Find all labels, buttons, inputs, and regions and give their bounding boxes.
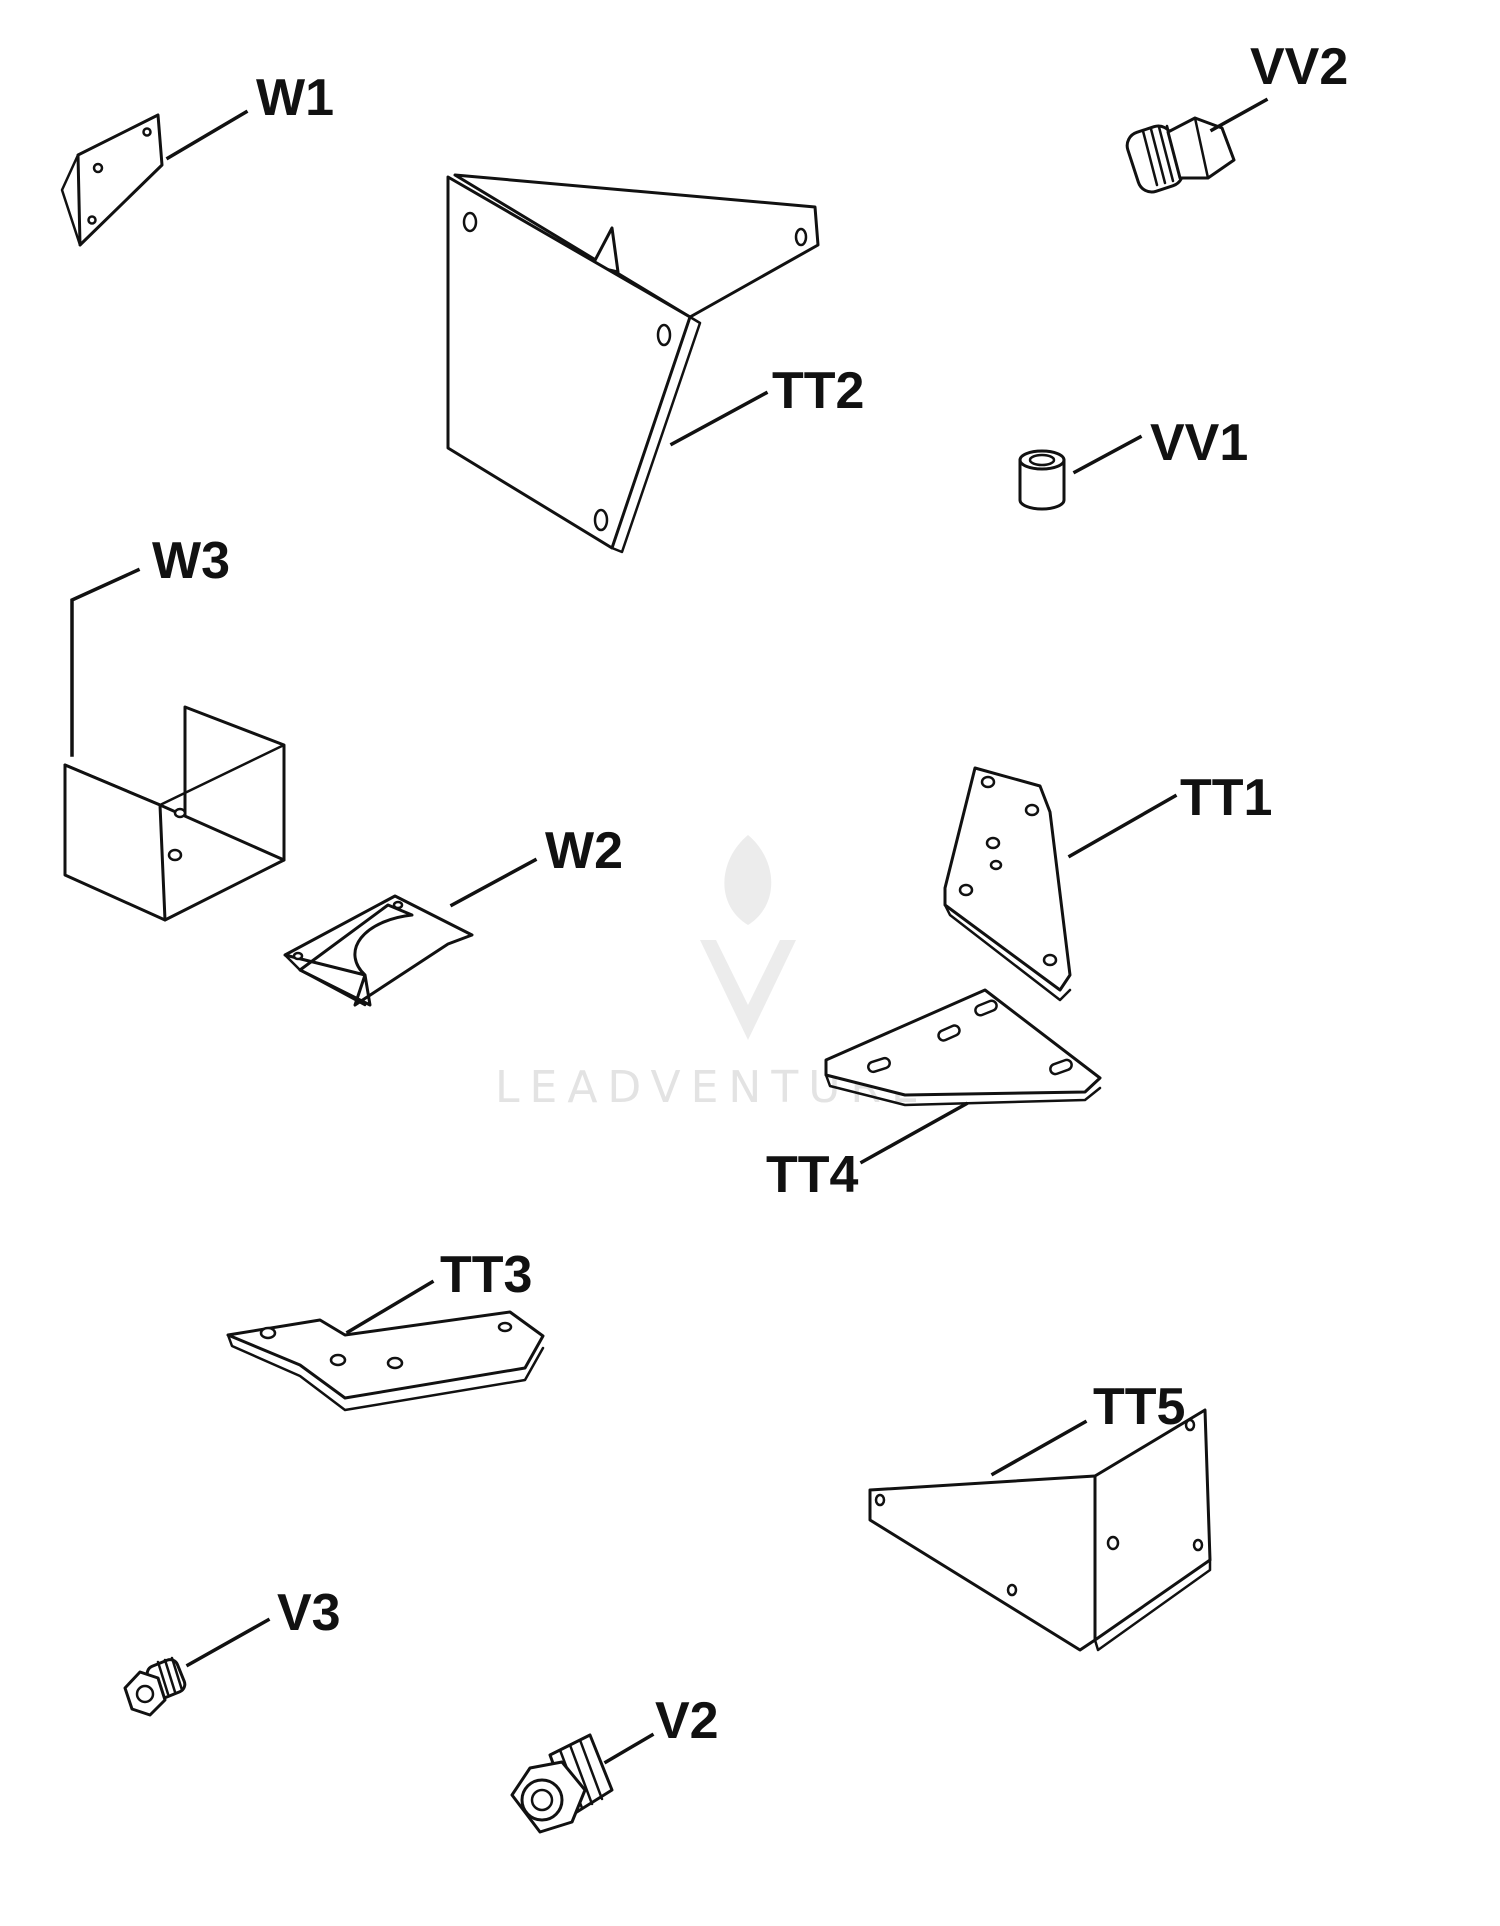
part-tt5: TT5 (868, 1378, 1212, 1652)
part-v2: V2 (510, 1692, 719, 1834)
callout-w1: W1 (256, 69, 334, 127)
part-vv2: VV2 (1125, 38, 1348, 194)
part-w1: W1 (60, 69, 334, 247)
callout-vv1: VV1 (1150, 414, 1248, 472)
callout-v3: V3 (277, 1584, 341, 1642)
callout-tt2: TT2 (772, 362, 864, 420)
part-w2: W2 (283, 822, 623, 1007)
part-tt2: TT2 (446, 173, 864, 554)
part-tt1: TT1 (943, 766, 1272, 1002)
callout-tt1: TT1 (1180, 769, 1272, 827)
part-vv1: VV1 (1018, 414, 1248, 511)
callout-w3: W3 (152, 532, 230, 590)
part-v3: V3 (123, 1584, 341, 1717)
part-tt4: TT4 (766, 988, 1102, 1204)
watermark-chevron-icon (700, 940, 796, 1040)
part-w3: W3 (63, 532, 286, 922)
callout-vv2: VV2 (1250, 38, 1348, 96)
callout-tt4: TT4 (766, 1146, 859, 1204)
watermark-flame-icon (724, 835, 772, 925)
callout-tt3: TT3 (440, 1246, 532, 1304)
callout-tt5: TT5 (1093, 1378, 1185, 1436)
callout-w2: W2 (545, 822, 623, 880)
part-tt3: TT3 (226, 1246, 545, 1412)
callout-v2: V2 (655, 1692, 719, 1750)
